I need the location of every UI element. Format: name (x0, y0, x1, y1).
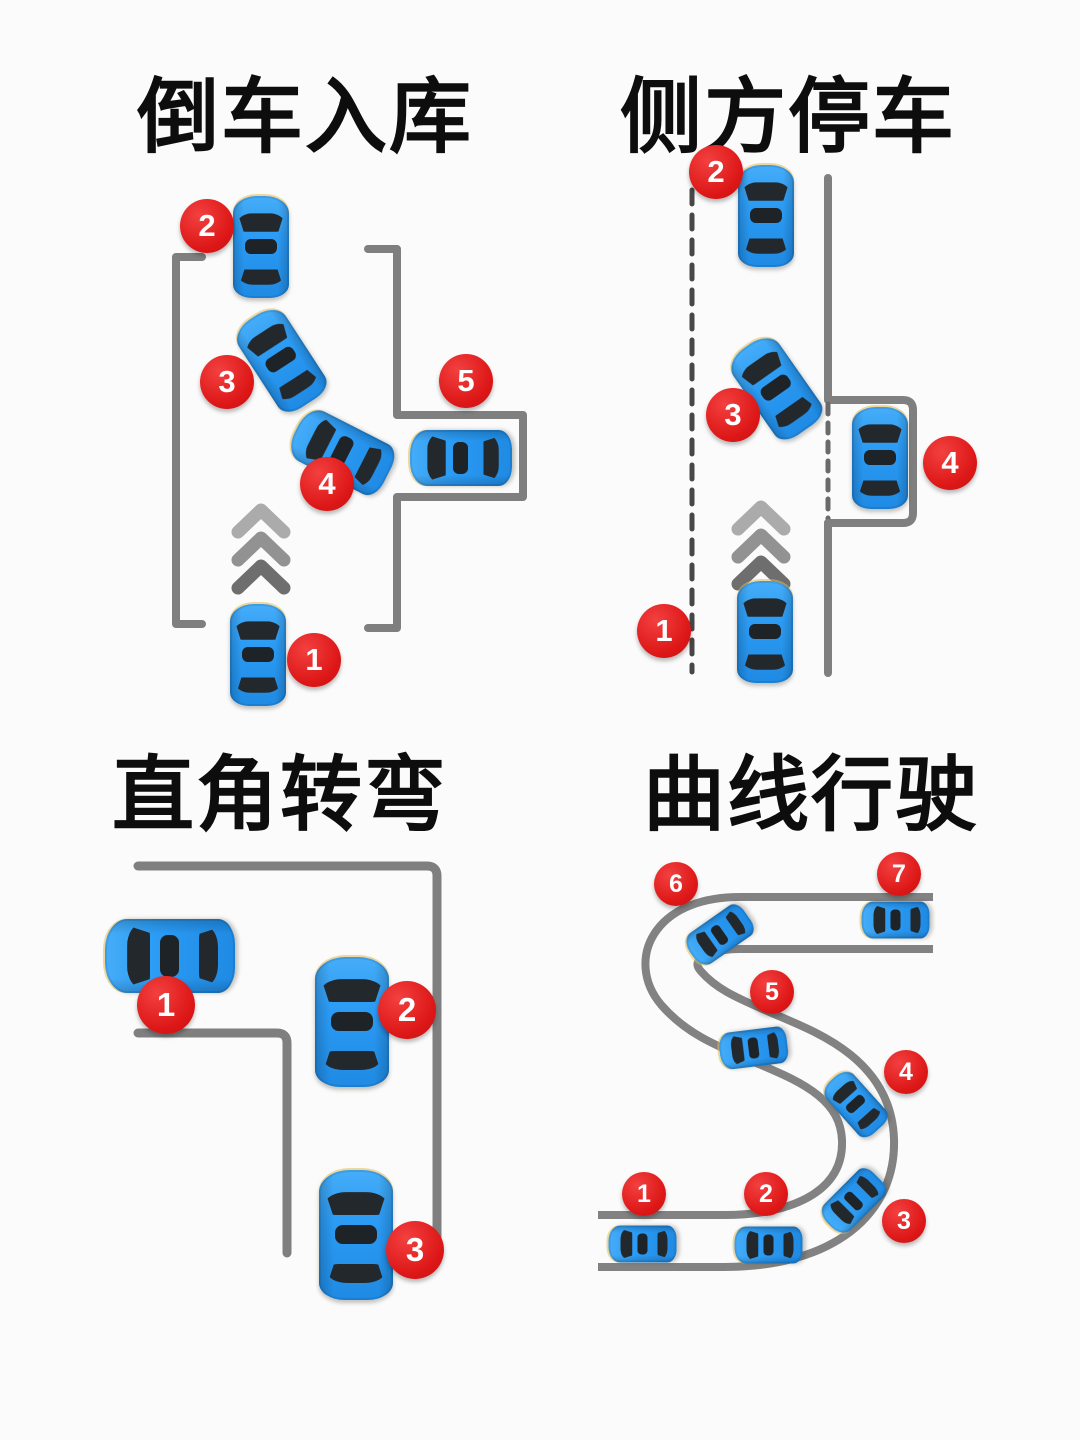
car-windshield (237, 213, 285, 232)
title-reverse-parking: 倒车入库 (136, 72, 473, 163)
chevron-up-icon (731, 528, 791, 564)
car-rear-window (483, 436, 498, 480)
chevron-up-icon (231, 559, 291, 595)
car-sunroof (241, 646, 275, 663)
step-marker: 6 (654, 862, 698, 906)
chevron-up-icon (731, 500, 791, 536)
car-rear-window (327, 1263, 385, 1284)
step-marker: 2 (744, 1172, 788, 1216)
q1-car-step-5 (410, 430, 512, 486)
step-marker: 2 (378, 981, 436, 1039)
car-sunroof (452, 441, 469, 475)
car-sunroof (334, 1224, 378, 1245)
car-windshield (741, 598, 789, 617)
q3-car-step-2 (315, 957, 389, 1087)
step-marker: 1 (137, 976, 195, 1034)
car-sunroof (748, 623, 782, 640)
car-rear-window (910, 906, 920, 935)
car-sunroof (749, 207, 783, 224)
car-windshield (620, 1228, 632, 1260)
chevron-up-icon (231, 503, 291, 539)
car-sunroof (763, 1234, 774, 1256)
car-rear-window (723, 909, 748, 938)
car-rear-window (858, 480, 902, 496)
car-windshield (856, 424, 904, 443)
step-marker: 3 (386, 1221, 444, 1279)
step-marker: 4 (300, 457, 354, 511)
car-sunroof (330, 1011, 374, 1032)
right-angle-outer-boundary-line (133, 861, 442, 1257)
step-marker: 2 (689, 145, 743, 199)
car-windshield (729, 1033, 745, 1066)
q4-car-step-2 (734, 1226, 803, 1264)
car-windshield (873, 904, 885, 936)
car-sunroof (637, 1233, 648, 1255)
car-windshield (742, 182, 790, 201)
car-windshield (427, 434, 445, 482)
q4-car-step-1 (608, 1225, 677, 1263)
car-rear-window (783, 1231, 793, 1260)
car-rear-window (239, 269, 283, 285)
step-marker: 1 (637, 604, 691, 658)
car-rear-window (275, 367, 320, 404)
car-rear-window (657, 1230, 667, 1259)
title-parallel-parking: 侧方停车 (619, 72, 956, 163)
chevron-up-icon (731, 555, 791, 591)
step-marker: 4 (884, 1050, 928, 1094)
car-windshield (321, 979, 383, 1003)
chevron-up-icon (231, 531, 291, 567)
parking-bay-outline (824, 396, 917, 527)
car-sunroof (159, 934, 180, 978)
car-rear-window (767, 1031, 781, 1061)
step-marker: 3 (706, 388, 760, 442)
step-marker: 5 (439, 354, 493, 408)
car-windshield (746, 1229, 758, 1261)
q1-car-step-1 (230, 604, 286, 706)
car-sunroof (746, 1036, 760, 1060)
garage-left-boundary-line (172, 253, 206, 628)
step-marker: 7 (877, 852, 921, 896)
step-marker: 3 (200, 355, 254, 409)
car-sunroof (890, 909, 901, 931)
step-marker: 2 (180, 199, 234, 253)
garage-right-boundary-with-slot-line (364, 245, 527, 632)
car-windshield (127, 924, 150, 988)
step-marker: 1 (287, 633, 341, 687)
step-marker: 3 (882, 1199, 926, 1243)
car-rear-window (744, 238, 788, 254)
title-right-angle-turn: 直角转弯 (111, 750, 448, 841)
car-rear-window (855, 1105, 883, 1132)
car-rear-window (854, 1173, 882, 1201)
q2-car-step-2 (738, 165, 794, 267)
title-curve-driving: 曲线行驶 (642, 750, 979, 841)
car-windshield (234, 621, 282, 640)
car-sunroof (244, 238, 278, 255)
q2-car-step-4 (852, 407, 908, 509)
car-sunroof (863, 449, 897, 466)
q4-car-step-7 (861, 901, 930, 939)
car-rear-window (236, 677, 280, 693)
step-marker: 5 (750, 970, 794, 1014)
q2-car-step-1 (737, 581, 793, 683)
car-windshield (325, 1192, 387, 1216)
q1-car-step-2 (233, 196, 289, 298)
car-rear-window (199, 927, 219, 985)
step-marker: 1 (622, 1172, 666, 1216)
step-marker: 4 (923, 436, 977, 490)
car-rear-window (352, 443, 385, 489)
car-rear-window (323, 1050, 381, 1071)
right-angle-inner-boundary-line (133, 1028, 292, 1258)
car-rear-window (743, 654, 787, 670)
q3-car-step-3 (319, 1170, 393, 1300)
car-rear-window (771, 394, 816, 432)
